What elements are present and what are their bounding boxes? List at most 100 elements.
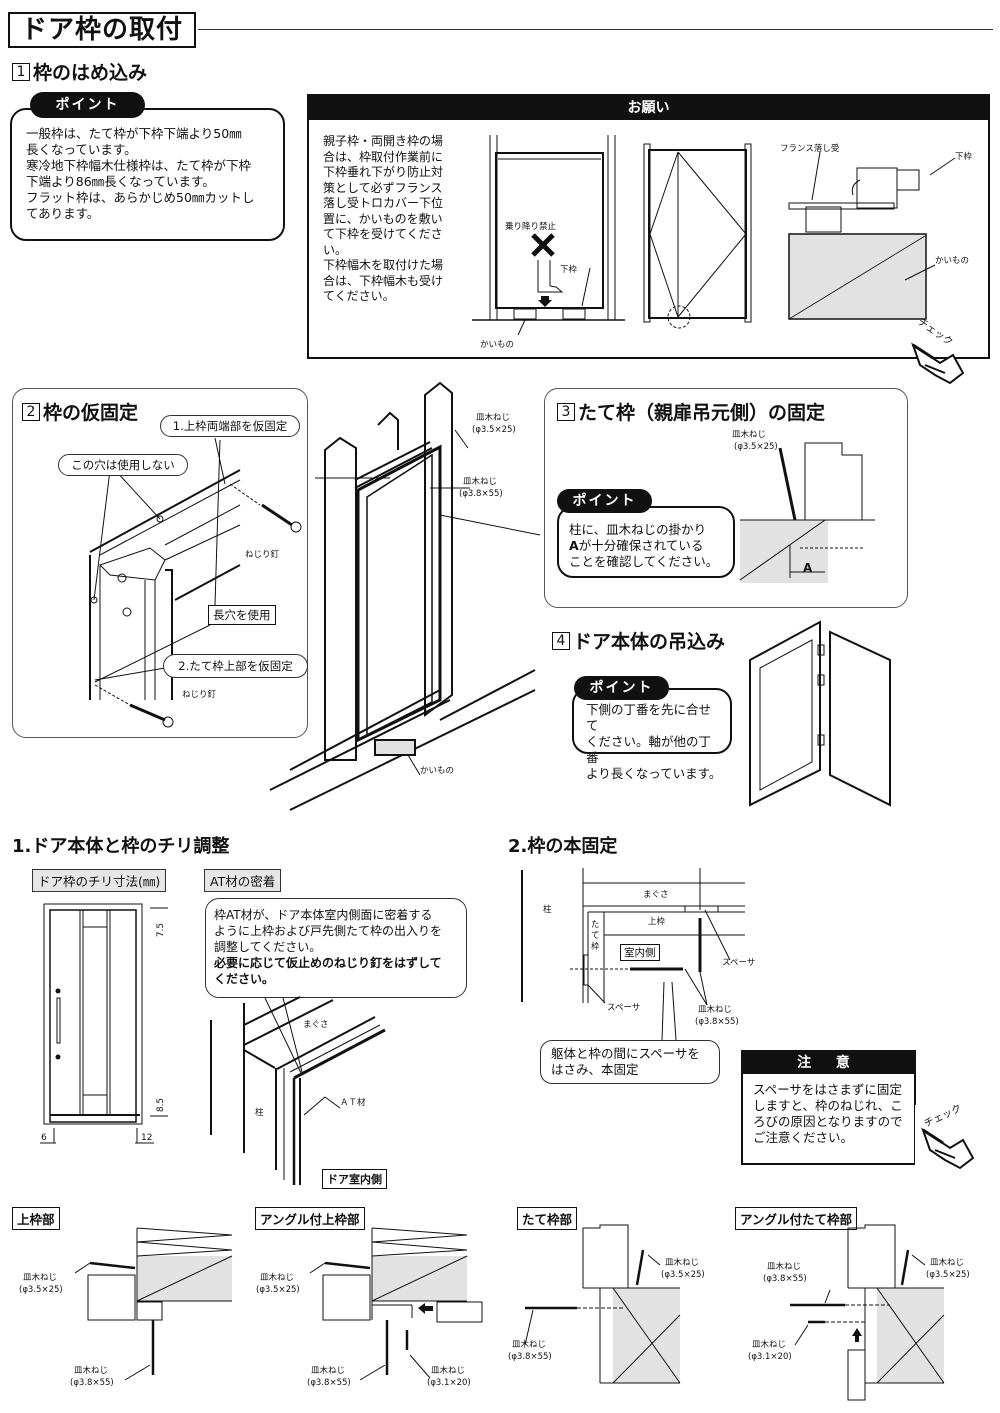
caution-line: ろびの原因となりますので <box>753 1114 903 1129</box>
step3-dim-a: A <box>803 561 813 575</box>
screw-label: 皿木ねじ <box>752 1340 787 1350</box>
label-lower-frame: 下枠 <box>560 265 578 275</box>
step1-heading: 1 枠のはめ込み <box>12 58 147 85</box>
request-line: 置に、かいものを敷い <box>323 211 443 226</box>
step1-point-tag: ポイント <box>30 92 145 118</box>
final-fix-callout: 躯体と枠の間にスペーサを はさみ、本固定 <box>540 1040 720 1084</box>
callout-jamb-top: 2.たて枠上部を仮固定 <box>163 654 308 678</box>
at-bold-line: ください。 <box>214 972 275 986</box>
point-line: てあります。 <box>26 206 100 221</box>
at-label: AT材の密着 <box>204 869 282 892</box>
caution-line: しますと、枠のねじれ、こ <box>753 1098 903 1113</box>
page-title: ドア枠の取付 <box>8 12 196 48</box>
caution-header: 注 意 <box>743 1052 914 1074</box>
s2-screw-size: (φ3.8×55) <box>695 1017 739 1027</box>
screw-size: (φ3.5×25) <box>256 1285 300 1295</box>
step4-number: 4 <box>552 631 570 650</box>
caution-box: 注 意 スペーサをはさまずに固定 しますと、枠のねじれ、こ ろびの原因となります… <box>741 1050 916 1165</box>
step3-screw-name: 皿木ねじ <box>732 430 767 440</box>
step4-title: ドア本体の吊込み <box>573 631 726 653</box>
step3-screw-size: (φ3.5×25) <box>734 442 778 452</box>
point-line: 長くなっています。 <box>26 142 137 157</box>
caution-text: スペーサをはさまずに固定 しますと、枠のねじれ、こ ろびの原因となりますので ご… <box>753 1082 913 1146</box>
label-header-beam: まぐさ <box>303 1020 329 1030</box>
request-line: 合は、下枠幅木も受け <box>323 273 444 288</box>
check-hand-icon: チェック <box>915 1103 975 1170</box>
center-shim-label: かいもの <box>420 766 455 776</box>
s2-label-jamb: たて枠 <box>591 920 600 952</box>
screw-label: 皿木ねじ <box>431 1366 466 1376</box>
screw-label: 皿木ねじ <box>930 1258 965 1268</box>
request-line: 下枠垂れ下がり防止対 <box>323 165 444 179</box>
label-no-step: 乗り降り禁止 <box>505 222 557 232</box>
check-hand-icon: チェック <box>905 317 965 385</box>
request-line: 策として必ずフランス <box>323 180 443 195</box>
detail-title: アングル付たて枠部 <box>735 1207 858 1230</box>
s2-label-post: 柱 <box>543 905 552 915</box>
at-line: 調整してください。 <box>214 940 322 954</box>
point-line: 一般枠は、たて枠が下枠下端より50㎜ <box>26 126 242 141</box>
detail-title: アングル付上枠部 <box>255 1207 365 1230</box>
screw-size: (φ3.8×55) <box>70 1378 114 1388</box>
dim-left: 6 <box>41 1133 47 1143</box>
screw-label: 皿木ねじ <box>260 1273 295 1283</box>
label-shim: かいもの <box>480 340 515 350</box>
s2-label-spacer-left: スペーサ <box>607 1003 641 1013</box>
callout-line: 躯体と枠の間にスペーサを <box>551 1046 700 1061</box>
screw-label: 皿木ねじ <box>512 1340 547 1350</box>
dim-right: 12 <box>141 1133 153 1143</box>
s2-label-header-beam: まぐさ <box>643 890 669 900</box>
point-line: 下側の丁番を先に合せて <box>586 702 712 733</box>
callout-slot: 長穴を使用 <box>208 605 276 625</box>
caution-line: ご注意ください。 <box>753 1130 854 1145</box>
label-lower-frame-2: 下枠 <box>955 152 973 162</box>
step4-point-tag: ポイント <box>574 676 669 700</box>
request-line: 合は、枠取付作業前に <box>323 149 444 164</box>
center-screw-a-size: (φ3.5×25) <box>472 425 516 435</box>
s2-label-interior: 室内側 <box>620 944 660 961</box>
screw-label: 皿木ねじ <box>311 1366 346 1376</box>
section1-heading: 1.ドア本体と枠のチリ調整 <box>12 836 230 857</box>
step3-title: たて枠（親扉吊元側）の固定 <box>578 402 826 424</box>
interior-side-label: ドア室内側 <box>322 1169 387 1189</box>
step4-heading: 4 ドア本体の吊込み <box>552 627 725 654</box>
detail-title: たて枠部 <box>517 1207 578 1230</box>
point-line: 柱に、皿木ねじの掛かり <box>569 522 707 537</box>
step3-heading: 3 たて枠（親扉吊元側）の固定 <box>557 398 825 425</box>
point-line-text: が十分確保されている <box>578 538 704 553</box>
detail-title: 上枠部 <box>12 1207 60 1230</box>
screw-size: (φ3.8×55) <box>763 1274 807 1284</box>
screw-label: 皿木ねじ <box>665 1258 700 1268</box>
label-flush-bolt-receiver: フランス落し受 <box>780 144 840 154</box>
nail-label-1: ねじり釘 <box>245 550 280 560</box>
nail-label-2: ねじり釘 <box>182 690 217 700</box>
dim-a-ref: A <box>569 538 579 553</box>
point-line: フラット枠は、あらかじめ50㎜カットし <box>26 190 255 205</box>
title-divider <box>198 29 993 30</box>
step2-panel <box>12 388 308 738</box>
request-line: て下枠を受けてくださ <box>323 227 443 241</box>
at-callout: 枠AT材が、ドア本体室内側面に密着する ように上枠および戸先側たて枠の出入りを … <box>205 898 467 998</box>
request-line: てください。 <box>323 289 395 303</box>
s2-label-spacer-right: スペーサ <box>722 958 756 968</box>
step1-number: 1 <box>12 62 30 81</box>
point-line: Aが十分確保されている <box>569 538 725 554</box>
screw-size: (φ3.5×25) <box>661 1270 705 1280</box>
screw-size: (φ3.5×25) <box>19 1285 63 1295</box>
request-text: 親子枠・両開き枠の場 合は、枠取付作業前に 下枠垂れ下がり防止対 策として必ずフ… <box>323 134 463 305</box>
screw-size: (φ3.1×20) <box>748 1352 792 1362</box>
step2-number: 2 <box>22 402 40 421</box>
at-line: ように上枠および戸先側たて枠の出入りを <box>214 924 443 938</box>
callout-top-ends: 1.上枠両端部を仮固定 <box>160 415 300 437</box>
step2-title: 枠の仮固定 <box>43 402 139 424</box>
point-line: より長くなっています。 <box>586 766 722 781</box>
screw-size: (φ3.1×20) <box>427 1378 471 1388</box>
point-line: 寒冷地下枠幅木仕様枠は、たて枠が下枠 <box>26 158 252 173</box>
center-screw-a-name: 皿木ねじ <box>476 413 511 423</box>
